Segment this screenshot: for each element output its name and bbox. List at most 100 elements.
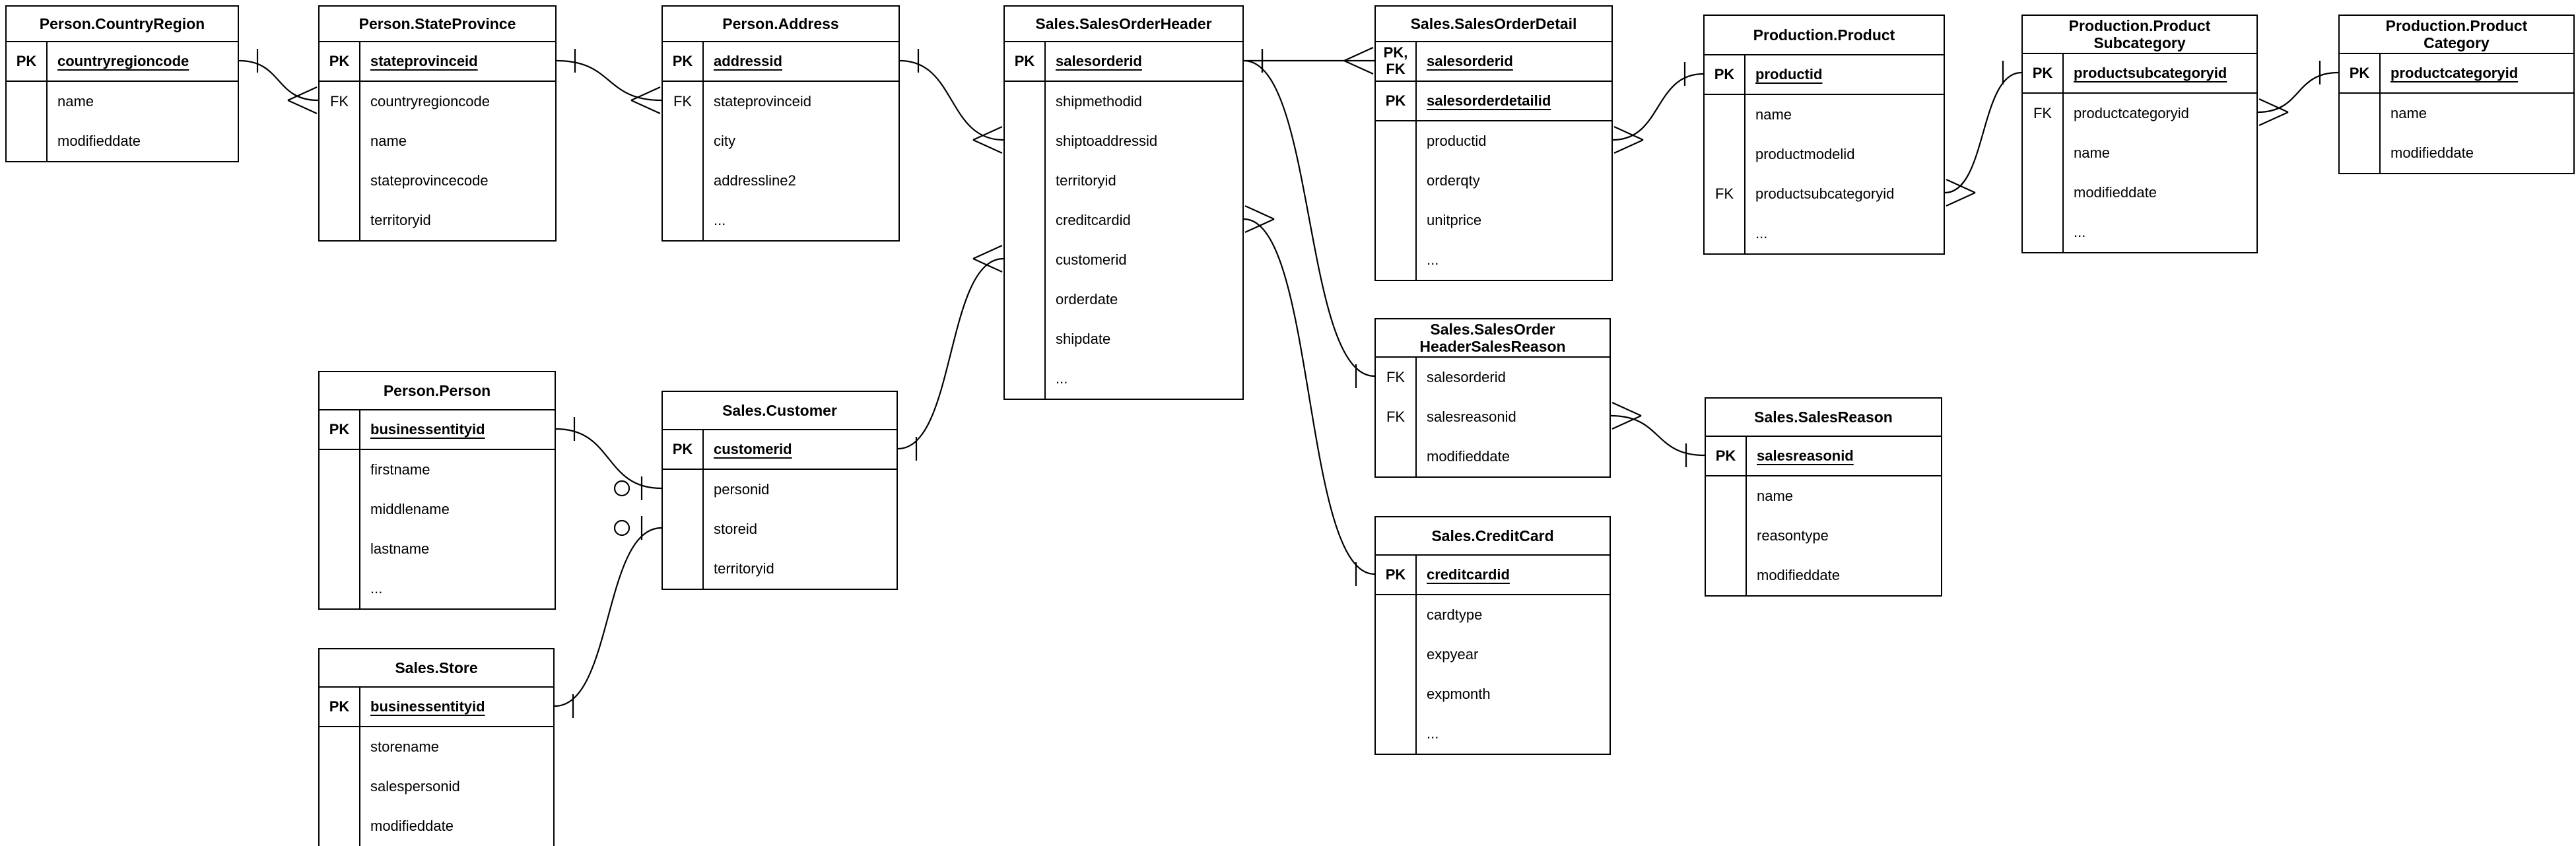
field-cell: productsubcategoryid	[2064, 54, 2256, 92]
field-row-modifieddate: modifieddate	[7, 121, 238, 161]
field-cell: reasontype	[1747, 516, 1941, 556]
field-row-unitprice: unitprice	[1376, 201, 1611, 240]
field-cell: territoryid	[360, 201, 555, 240]
field-cell: customerid	[704, 430, 897, 469]
field-cell: creditcardid	[1046, 201, 1242, 240]
field-cell: ...	[704, 201, 898, 240]
field-row-lastname: lastname	[320, 529, 555, 569]
field-cell: name	[1747, 476, 1941, 516]
field-name: name	[2074, 145, 2111, 161]
key-label	[663, 161, 704, 201]
field-cell: businessentityid	[360, 688, 553, 726]
key-label	[320, 727, 360, 767]
field-cell: productid	[1746, 55, 1944, 94]
field-row-personid: personid	[663, 470, 897, 509]
field-name: modifieddate	[2390, 145, 2474, 161]
key-label	[2340, 94, 2381, 133]
field-row-shipdate: shipdate	[1005, 319, 1242, 359]
field-name: expmonth	[1427, 686, 1491, 702]
field-cell: name	[1746, 95, 1944, 135]
field-row-reasontype: reasontype	[1706, 516, 1941, 556]
field-name: businessentityid	[370, 698, 485, 715]
field-row-territoryid: territoryid	[663, 549, 897, 589]
key-label: FK	[1705, 174, 1746, 214]
field-row-modifieddate: modifieddate	[2023, 173, 2256, 212]
table-title: Sales.Customer	[663, 392, 897, 430]
key-label	[7, 82, 48, 121]
field-name: modifieddate	[1757, 567, 1840, 583]
key-label: FK	[663, 82, 704, 121]
field-name: name	[370, 133, 407, 149]
field-cell: middlename	[360, 490, 555, 529]
key-label: PK	[663, 430, 704, 469]
field-row-stateprovinceid: FK stateprovinceid	[663, 82, 898, 121]
field-cell: stateprovinceid	[704, 82, 898, 121]
key-label	[320, 121, 360, 161]
table-title: Sales.SalesOrderDetail	[1376, 7, 1611, 42]
field-name: productcategoryid	[2074, 105, 2189, 121]
relationship-stateprovince-address	[556, 49, 662, 115]
relationship-address-salesorderheader	[899, 49, 1004, 154]
key-label	[1005, 359, 1046, 399]
field-name: stateprovincecode	[370, 172, 489, 189]
key-label: PK	[1376, 556, 1417, 594]
key-label	[1005, 121, 1046, 161]
key-label	[1705, 214, 1746, 253]
field-cell: shiptoaddressid	[1046, 121, 1242, 161]
key-label	[1706, 476, 1747, 516]
field-cell: ...	[1417, 240, 1611, 280]
key-label: PK	[1706, 437, 1747, 475]
key-label: PK	[1705, 55, 1746, 94]
field-row-productid: productid	[1376, 121, 1611, 161]
field-row-: ...	[1376, 714, 1610, 754]
key-label	[320, 450, 360, 490]
table-title-line: HeaderSalesReason	[1419, 338, 1566, 355]
key-label	[1706, 516, 1747, 556]
field-name: creditcardid	[1056, 212, 1131, 228]
field-name: name	[1755, 106, 1792, 123]
relationship-salesorderdetail-product	[1612, 62, 1704, 154]
table-title-line: Sales.Store	[395, 659, 478, 676]
key-label	[663, 549, 704, 589]
table-title-line: Production.Product	[2068, 16, 2211, 34]
field-name: ...	[1427, 725, 1439, 742]
table-title: Sales.SalesOrderHeader	[1005, 7, 1242, 42]
field-name: stateprovinceid	[714, 93, 811, 110]
field-cell: expyear	[1417, 635, 1610, 674]
relationship-product-productsubcategory	[1944, 61, 2022, 207]
table-title: Person.Person	[320, 372, 555, 410]
key-label	[2023, 173, 2064, 212]
field-cell: modifieddate	[360, 806, 553, 846]
key-label	[1005, 280, 1046, 319]
field-row-territoryid: territoryid	[320, 201, 555, 240]
field-row-name: name	[1705, 95, 1944, 135]
field-cell: cardtype	[1417, 595, 1610, 635]
table-title-line: Person.StateProvince	[358, 15, 516, 32]
field-cell: unitprice	[1417, 201, 1611, 240]
field-cell: lastname	[360, 529, 555, 569]
relationship-person-customer	[555, 417, 662, 500]
key-label	[1705, 95, 1746, 135]
field-cell: stateprovincecode	[360, 161, 555, 201]
field-cell: salespersonid	[360, 767, 553, 806]
field-name: modifieddate	[57, 133, 141, 149]
